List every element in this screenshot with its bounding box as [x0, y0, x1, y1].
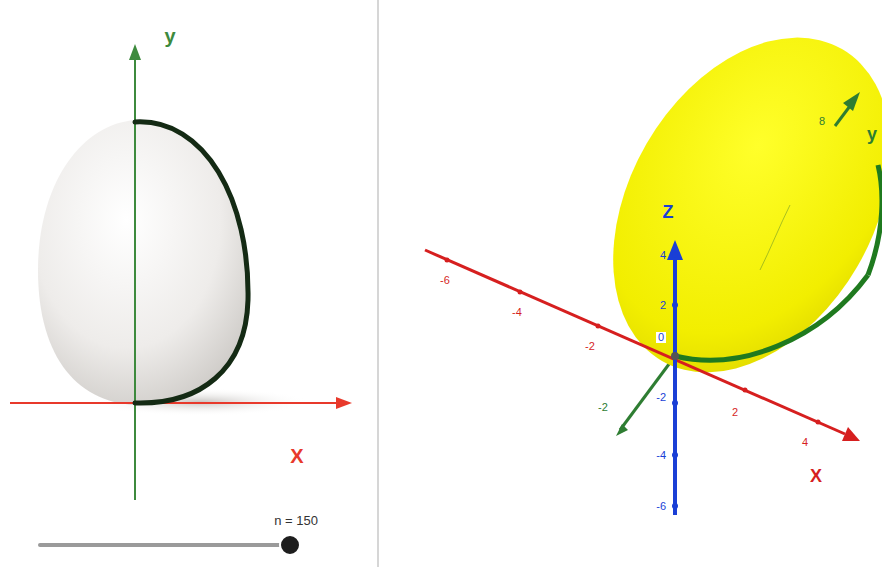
axis-label: Z	[663, 203, 674, 221]
slider-knob	[280, 535, 300, 555]
egg-photo	[38, 120, 248, 405]
egg-profile-curve-3d	[675, 275, 868, 360]
x-axis	[10, 402, 340, 404]
x-axis-3d-arrow	[842, 427, 860, 441]
slider-track	[40, 543, 290, 547]
panel-divider	[377, 0, 379, 567]
x-axis-arrow	[336, 397, 352, 409]
axis-label: y	[164, 26, 175, 46]
origin-point	[671, 352, 679, 360]
axis-label: X	[290, 446, 303, 466]
tick-label: 4	[802, 437, 808, 448]
egg-profile-curve-3d	[868, 165, 882, 275]
tick-label: -2	[585, 341, 595, 352]
tick-label: 8	[819, 116, 825, 127]
axis-label: y	[867, 125, 877, 143]
axis-label: X	[810, 467, 822, 485]
tick-label: -6	[656, 501, 666, 512]
y-axis-3d	[835, 106, 850, 126]
z-axis-3d	[673, 258, 677, 515]
egg-profile-curve	[135, 122, 248, 403]
tick-label: -2	[598, 402, 608, 413]
y-axis-3d-arrow	[616, 424, 628, 436]
tick-label: 2	[732, 407, 738, 418]
x-axis-3d	[425, 250, 845, 434]
tick-label: 0	[656, 332, 666, 343]
z-axis-3d-arrow	[667, 240, 683, 260]
egg-surface	[556, 0, 882, 422]
tick-label: -4	[512, 307, 522, 318]
y-axis-arrow	[129, 44, 141, 60]
y-axis-3d-arrow	[843, 92, 860, 111]
y-axis-3d	[620, 356, 675, 430]
tick-label: -2	[656, 392, 666, 403]
tick-label: 2	[660, 300, 666, 311]
tick-label: -4	[656, 450, 666, 461]
slider-label: n = 150	[274, 514, 318, 527]
egg-surface-line	[760, 205, 790, 270]
tick-label: 4	[660, 250, 666, 261]
tick-label: -6	[440, 275, 450, 286]
